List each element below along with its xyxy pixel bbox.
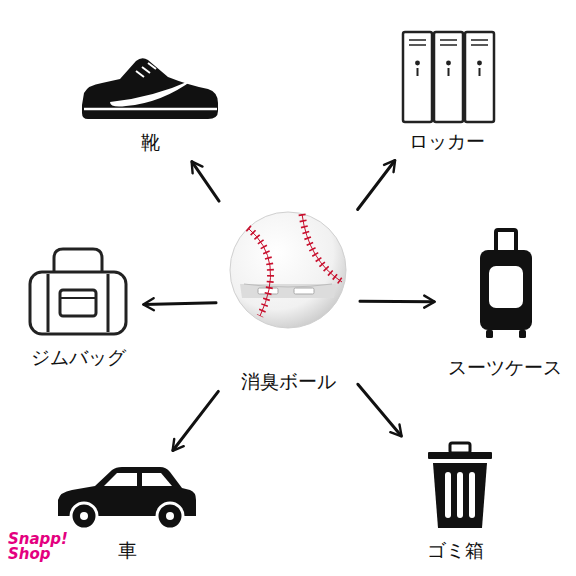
suitcase-icon-part: [486, 330, 493, 338]
use-case-node: スーツケース: [440, 222, 570, 382]
shoe-icon-part: [84, 108, 217, 111]
car-icon-part: [80, 512, 88, 520]
node-label: ロッカー: [405, 127, 489, 156]
suitcase-icon-part: [519, 330, 526, 338]
node-label: スーツケース: [444, 353, 566, 382]
locker-icon-part: [409, 40, 488, 45]
use-case-node: 靴: [75, 45, 225, 157]
ball-illustration-part: [240, 284, 336, 298]
locker-icon: [403, 32, 494, 122]
ball-illustration-part: [302, 214, 342, 282]
arrow-connector: [173, 391, 218, 450]
node-label: 靴: [137, 128, 164, 157]
ball-illustration-part: [294, 288, 314, 294]
gym-bag-icon-part: [30, 272, 126, 334]
gym-bag-icon: [30, 249, 126, 334]
node-label: ゴミ箱: [423, 536, 488, 565]
arrow-connector: [358, 161, 395, 210]
ball-illustration-part: [302, 214, 342, 282]
trash-can-icon-part: [445, 472, 451, 518]
suitcase-icon-part: [496, 230, 516, 252]
ball-illustration-part: [248, 228, 271, 316]
watermark: Snapp! Shop: [8, 532, 64, 562]
trash-can-icon-part: [457, 472, 463, 518]
ball-illustration-part: [248, 228, 271, 316]
gym-bag-icon-part: [54, 249, 102, 272]
car-icon-part: [71, 503, 97, 529]
trash-can-icon-part: [450, 443, 470, 453]
locker-icon-part: [478, 62, 480, 64]
node-label: 車: [114, 536, 141, 565]
node-label: 消臭ボール: [237, 367, 340, 396]
gym-bag-icon-part: [60, 290, 96, 316]
locker-icon-part: [418, 68, 480, 76]
suitcase-icon-part: [489, 266, 523, 308]
arrow-connector: [360, 300, 434, 303]
shoe-icon-part: [136, 63, 156, 77]
use-case-node: 車: [52, 455, 202, 565]
locker-icon-part: [416, 62, 418, 64]
use-case-node: ジムバッグ: [18, 240, 138, 372]
trash-can-icon-part: [469, 472, 475, 518]
shoe-icon: [82, 58, 218, 119]
arrow-connector: [358, 384, 401, 436]
car-icon-part: [166, 512, 174, 520]
trash-can-icon: [428, 443, 492, 528]
ball-illustration-part: [230, 212, 346, 328]
gym-bag-icon-part: [48, 274, 108, 332]
car-icon-part: [104, 473, 137, 486]
suitcase-icon-part: [480, 250, 532, 330]
arrow-connector: [144, 303, 216, 305]
shoe-icon-part: [110, 79, 194, 107]
ball-illustration-part: [244, 284, 332, 287]
car-icon-part: [142, 473, 172, 486]
gym-bag-icon-part: [60, 297, 96, 299]
shoe-icon-part: [82, 58, 218, 119]
arrow-connector: [192, 162, 219, 201]
trash-can-icon-part: [433, 463, 487, 528]
trash-can-icon-part: [428, 452, 492, 459]
use-case-node: ロッカー: [392, 28, 502, 156]
ball-illustration: [230, 212, 346, 328]
suitcase-icon: [480, 230, 532, 338]
product-node: 消臭ボール: [222, 206, 354, 396]
car-icon: [58, 467, 196, 529]
use-case-node: ゴミ箱: [405, 435, 505, 565]
car-icon-part: [157, 503, 183, 529]
locker-icon-part: [447, 62, 449, 64]
node-label: ジムバッグ: [27, 343, 130, 372]
